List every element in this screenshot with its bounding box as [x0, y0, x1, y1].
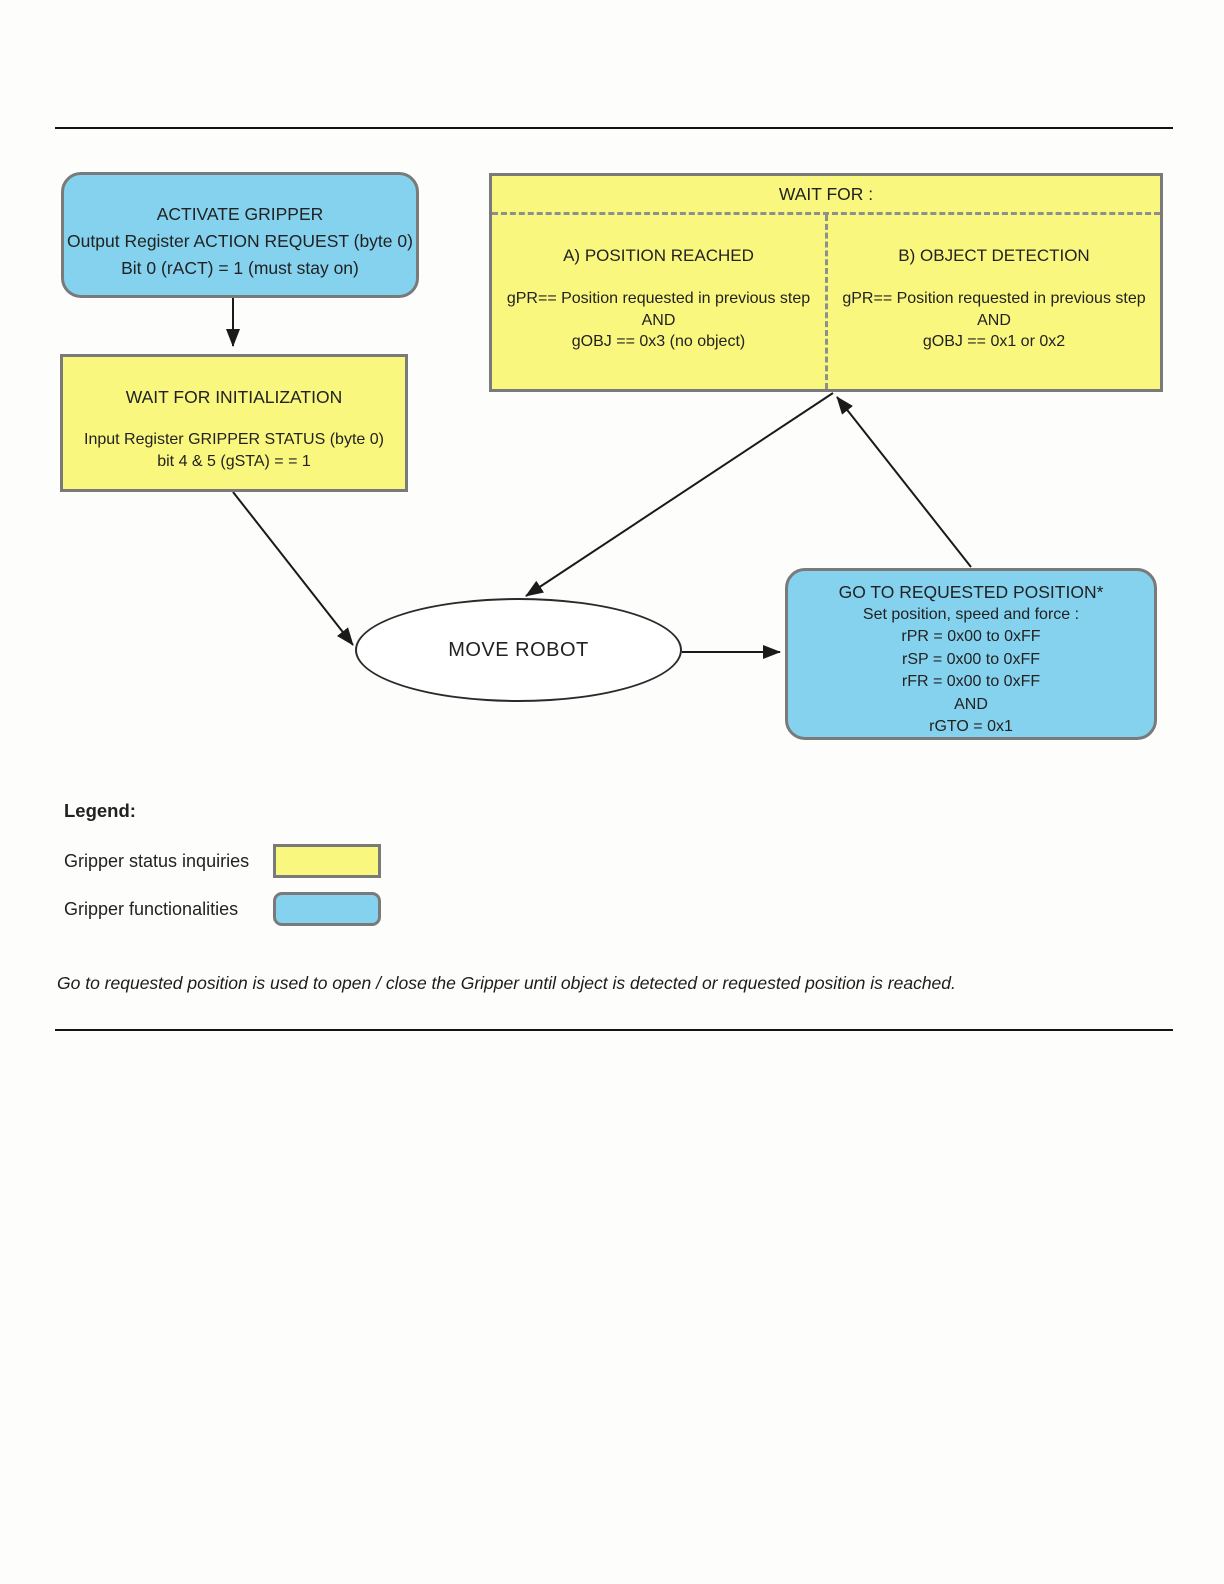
activate-gripper-line1: Output Register ACTION REQUEST (byte 0) [67, 231, 413, 251]
wait-init-body: Input Register GRIPPER STATUS (byte 0) b… [63, 429, 405, 473]
legend-label-functionalities: Gripper functionalities [64, 898, 239, 919]
move-robot-label: MOVE ROBOT [448, 638, 589, 661]
wait-init-line2: bit 4 & 5 (gSTA) = = 1 [157, 453, 311, 470]
legend-label-status-inquiries: Gripper status inquiries [64, 850, 250, 871]
goto-line2: rPR = 0x00 to 0xFF [901, 628, 1041, 645]
legend-swatch-yellow [273, 844, 381, 878]
activate-gripper-line2: Bit 0 (rACT) = 1 (must stay on) [121, 258, 359, 278]
position-reached-line2: AND [641, 311, 676, 329]
object-detection-line1: gPR== Position requested in previous ste… [842, 290, 1146, 307]
position-reached-heading: A) POSITION REACHED [563, 246, 754, 265]
object-detection-heading: B) OBJECT DETECTION [898, 246, 1090, 265]
wait-for-horizontal-divider [492, 212, 1160, 215]
wait-init-title: WAIT FOR INITIALIZATION [125, 387, 343, 407]
wait-for-column-a: A) POSITION REACHED gPR== Position reque… [492, 176, 825, 389]
goto-requested-position-node: GO TO REQUESTED POSITION* Set position, … [785, 568, 1157, 740]
object-detection-line3: gOBJ == 0x1 or 0x2 [922, 333, 1066, 350]
activate-gripper-title: ACTIVATE GRIPPER [156, 204, 324, 224]
activate-gripper-node: ACTIVATE GRIPPER Output Register ACTION … [61, 172, 419, 298]
goto-line1: Set position, speed and force : [862, 605, 1080, 623]
move-robot-node: MOVE ROBOT [355, 598, 682, 702]
arrow-wait-for-to-move-robot [525, 392, 834, 597]
goto-title: GO TO REQUESTED POSITION* [838, 582, 1104, 602]
goto-line4: rFR = 0x00 to 0xFF [901, 673, 1041, 690]
object-detection-body: gPR== Position requested in previous ste… [828, 288, 1160, 353]
top-horizontal-rule [55, 127, 1173, 129]
goto-line5: AND [954, 695, 988, 713]
wait-for-node: WAIT FOR : A) POSITION REACHED gPR== Pos… [489, 173, 1163, 392]
object-detection-line2: AND [977, 311, 1011, 329]
position-reached-line1: gPR== Position requested in previous ste… [506, 290, 811, 307]
arrow-wait-init-to-move-robot [232, 491, 354, 646]
position-reached-body: gPR== Position requested in previous ste… [492, 288, 825, 353]
goto-footnote: Go to requested position is used to open… [57, 973, 956, 993]
legend-title: Legend: [64, 800, 136, 821]
legend-swatch-blue [273, 892, 381, 926]
legend-item-status-inquiries: Gripper status inquiries [64, 843, 384, 879]
arrow-goto-to-wait-for [836, 396, 972, 568]
bottom-horizontal-rule [55, 1029, 1173, 1031]
wait-for-initialization-node: WAIT FOR INITIALIZATION Input Register G… [60, 354, 408, 492]
wait-for-vertical-divider [825, 215, 828, 389]
legend-item-functionalities: Gripper functionalities [64, 891, 384, 927]
position-reached-line3: gOBJ == 0x3 (no object) [571, 333, 746, 350]
goto-line3: rSP = 0x00 to 0xFF [902, 650, 1040, 668]
goto-line6: rGTO = 0x1 [929, 718, 1013, 735]
wait-for-title: WAIT FOR : [778, 184, 874, 204]
wait-init-line1: Input Register GRIPPER STATUS (byte 0) [84, 431, 384, 448]
wait-for-column-b: B) OBJECT DETECTION gPR== Position reque… [828, 176, 1160, 389]
